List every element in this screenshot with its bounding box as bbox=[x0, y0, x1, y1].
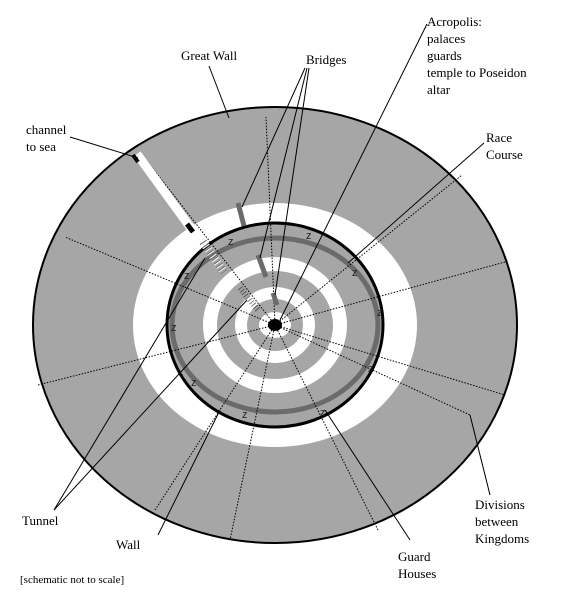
label-race-course: Race Course bbox=[486, 130, 523, 162]
race-course-line-1: Race bbox=[486, 130, 512, 145]
guard-house-z: z bbox=[306, 230, 312, 242]
division-lines bbox=[37, 116, 506, 541]
guard-house-z: z bbox=[184, 270, 190, 282]
label-wall: Wall bbox=[116, 537, 141, 552]
schematic-note: [schematic not to scale] bbox=[20, 574, 124, 586]
acropolis-line-2: palaces bbox=[427, 31, 465, 46]
channel-line-2: to sea bbox=[26, 139, 56, 154]
guard-houses-line-1: Guard bbox=[398, 549, 431, 564]
label-great-wall: Great Wall bbox=[181, 48, 237, 63]
leader-lines bbox=[53, 23, 491, 541]
guard-house-z: z bbox=[320, 407, 326, 419]
acropolis-line-1: Acropolis: bbox=[427, 14, 482, 29]
label-acropolis: Acropolis: palaces guards temple to Pose… bbox=[427, 14, 530, 97]
label-guard-houses: Guard Houses bbox=[398, 549, 436, 581]
guard-house-z: z bbox=[368, 363, 374, 375]
guard-house-z: z bbox=[242, 409, 248, 421]
guard-house-z: z bbox=[377, 307, 383, 319]
label-channel-to-sea: channel to sea bbox=[26, 122, 70, 154]
acropolis-line-5: altar bbox=[427, 82, 451, 97]
race-course-track bbox=[169, 235, 381, 415]
guard-house-z: z bbox=[171, 322, 177, 334]
label-tunnel: Tunnel bbox=[22, 513, 59, 528]
bridges bbox=[235, 202, 280, 306]
guard-house-z: z bbox=[352, 267, 358, 279]
label-divisions: Divisions between Kingdoms bbox=[475, 497, 529, 546]
acropolis-line-4: temple to Poseidon bbox=[427, 65, 527, 80]
race-course-line-2: Course bbox=[486, 147, 523, 162]
guard-house-z: z bbox=[191, 377, 197, 389]
guard-house-markers: z z z z z z z z z z bbox=[171, 230, 383, 421]
acropolis-line-3: guards bbox=[427, 48, 462, 63]
divisions-line-3: Kingdoms bbox=[475, 531, 529, 546]
channel-to-sea bbox=[131, 151, 197, 234]
guard-houses-line-2: Houses bbox=[398, 566, 436, 581]
label-bridges: Bridges bbox=[306, 52, 346, 67]
divisions-line-1: Divisions bbox=[475, 497, 525, 512]
guard-house-z: z bbox=[228, 236, 234, 248]
divisions-line-2: between bbox=[475, 514, 519, 529]
channel-line-1: channel bbox=[26, 122, 67, 137]
